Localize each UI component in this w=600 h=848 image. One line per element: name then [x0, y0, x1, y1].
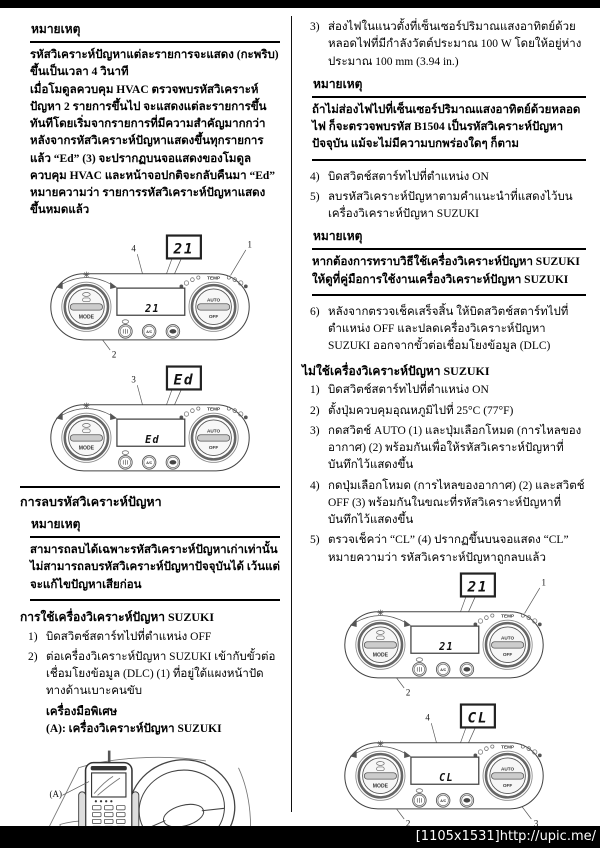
- callout-number-display: 4: [425, 713, 430, 723]
- figure-hvac-panel-ed: Ed Ed 3: [20, 364, 280, 476]
- watermark-bar: [1105x1531]http://upic.me/: [0, 826, 600, 848]
- step-item: 3) ส่องไฟในแนวตั้งที่เซ็นเซอร์ปริมาณแสงอ…: [310, 19, 586, 71]
- callout-number-auto-knob: 1: [248, 239, 252, 249]
- step-item: 6) หลังจากตรวจเช็คเสร็จสิ้น ให้บิดสวิตช์…: [310, 304, 586, 356]
- callout-value: Ed: [174, 372, 195, 388]
- procedure-steps: 3) ส่องไฟในแนวตั้งที่เซ็นเซอร์ปริมาณแสงอ…: [302, 19, 586, 71]
- step-text: หลังจากตรวจเช็คเสร็จสิ้น ให้บิดสวิตช์สตา…: [328, 305, 569, 353]
- step-item: 1) บิดสวิตช์สตาร์ทไปที่ตำแหน่ง OFF: [28, 629, 280, 646]
- step-item: 3) กดสวิตช์ AUTO (1) และปุ่มเลือกโหมด (ก…: [310, 423, 586, 475]
- step-item: 4) บิดสวิตช์สตาร์ทไปที่ตำแหน่ง ON: [310, 169, 586, 186]
- scan-tool-screen: [91, 772, 127, 798]
- procedure-steps: 4) บิดสวิตช์สตาร์ทไปที่ตำแหน่ง ON 5) ลบร…: [302, 169, 586, 224]
- step-number: 2): [28, 650, 38, 663]
- step-item: 1) บิดสวิตช์สตาร์ทไปที่ตำแหน่ง ON: [310, 382, 586, 399]
- callout-box: [459, 572, 496, 598]
- hvac-panel-cl-svg: CL CL 4 2 3: [343, 703, 545, 829]
- subheading-without-scan-tool: ไม่ใช้เครื่องวิเคราะห์ปัญหา SUZUKI: [302, 363, 490, 378]
- subheading-use-scan-tool: การใช้เครื่องวิเคราะห์ปัญหา SUZUKI: [20, 609, 215, 624]
- two-column-layout: หมายเหตุ รหัสวิเคราะห์ปัญหาแต่ละรายการจะ…: [0, 8, 600, 848]
- figure-hvac-panel-cl: CL CL 4 2 3: [302, 702, 586, 829]
- display-value: CL: [439, 773, 454, 784]
- hvac-panel-dtc21-right-svg: 21 21 1 2: [343, 572, 546, 697]
- display-value: 21: [144, 303, 160, 314]
- callout-number-off-knob: 3: [534, 819, 539, 829]
- callout-value: 21: [467, 579, 489, 595]
- step-item: 5) ลบรหัสวิเคราะห์ปัญหาตามคำแนะนำที่แสดง…: [310, 189, 586, 224]
- figure-hvac-panel-dtc21: 21 21 4 1 2: [20, 233, 280, 360]
- special-tool-block: เครื่องมือพิเศษ (A): เครื่องวิเคราะห์ปัญ…: [46, 704, 280, 739]
- leader-lines: [62, 781, 90, 796]
- callout-box: [165, 365, 202, 391]
- step-text: บิดสวิตช์สตาร์ทไปที่ตำแหน่ง ON: [328, 170, 489, 183]
- step-text: บิดสวิตช์สตาร์ทไปที่ตำแหน่ง ON: [328, 384, 489, 397]
- note-body: ถ้าไม่ส่องไฟไปที่เซ็นเซอร์ปริมาณแสงอาทิต…: [312, 98, 586, 161]
- callout-label-tool: (A): [49, 789, 62, 799]
- watermark-text: [1105x1531]http://upic.me/: [415, 829, 596, 844]
- callout-number-mode-knob: 2: [406, 687, 410, 697]
- display-value: 21: [438, 642, 454, 653]
- step-number: 2): [310, 404, 320, 417]
- step-text: บิดสวิตช์สตาร์ทไปที่ตำแหน่ง OFF: [46, 630, 212, 643]
- note-block: หมายเหตุ รหัสวิเคราะห์ปัญหาแต่ละรายการจะ…: [30, 20, 280, 225]
- note-block: หมายเหตุ ถ้าไม่ส่องไฟไปที่เซ็นเซอร์ปริมา…: [312, 75, 586, 161]
- step-text: กดสวิตช์ AUTO (1) และปุ่มเลือกโหมด (การไ…: [328, 424, 582, 472]
- display-value: Ed: [145, 435, 160, 446]
- column-divider: [291, 16, 292, 812]
- note-title: หมายเหตุ: [30, 515, 280, 539]
- scan-tool-device: [78, 750, 140, 847]
- step-item: 2) ต่อเครื่องวิเคราะห์ปัญหา SUZUKI เข้าก…: [28, 649, 280, 701]
- step-item: 5) ตรวจเช็คว่า “CL” (4) ปรากฏขึ้นบนจอแสด…: [310, 532, 586, 567]
- letterbox-top: [0, 0, 600, 8]
- step-text: กดปุ่มเลือกโหมด (การไหลของอากาศ) (2) และ…: [328, 479, 585, 527]
- note-title: หมายเหตุ: [312, 75, 586, 98]
- step-text: ต่อเครื่องวิเคราะห์ปัญหา SUZUKI เข้ากับข…: [46, 650, 276, 698]
- step-item: 2) ตั้งปุ่มควบคุมอุณหภูมิไปที่ 25°C (77°…: [310, 403, 586, 420]
- right-column: 3) ส่องไฟในแนวตั้งที่เซ็นเซอร์ปริมาณแสงอ…: [292, 16, 586, 848]
- figure-hvac-panel-dtc21-right: 21 21 1 2: [302, 571, 586, 698]
- step-text: ลบรหัสวิเคราะห์ปัญหาตามคำแนะนำที่แสดงไว้…: [328, 190, 573, 220]
- step-text: ตรวจเช็คว่า “CL” (4) ปรากฏขึ้นบนจอแสดง “…: [328, 534, 569, 564]
- callout-number-display: 3: [131, 374, 136, 384]
- callout-box: [165, 233, 202, 260]
- note-body: หากต้องการทราบวิธีใช้เครื่องวิเคราะห์ปัญ…: [312, 250, 586, 296]
- note-block: หมายเหตุ หากต้องการทราบวิธีใช้เครื่องวิเ…: [312, 227, 586, 296]
- note-block: หมายเหตุ สามารถลบได้เฉพาะรหัสวิเคราะห์ปั…: [30, 515, 280, 601]
- left-column: หมายเหตุ รหัสวิเคราะห์ปัญหาแต่ละรายการจะ…: [20, 16, 291, 848]
- callout-value: CL: [468, 710, 489, 726]
- hvac-panel-dtc21-svg: 21 21 4 1 2: [49, 233, 252, 359]
- step-number: 1): [310, 384, 320, 397]
- note-title: หมายเหตุ: [30, 20, 280, 43]
- section-heading-clear-dtc: การลบรหัสวิเคราะห์ปัญหา: [20, 485, 280, 512]
- step-number: 3): [310, 424, 320, 437]
- step-text: ส่องไฟในแนวตั้งที่เซ็นเซอร์ปริมาณแสงอาทิ…: [328, 21, 582, 68]
- procedure-steps: 6) หลังจากตรวจเช็คเสร็จสิ้น ให้บิดสวิตช์…: [302, 304, 586, 356]
- special-tool-label: เครื่องมือพิเศษ: [46, 705, 118, 718]
- step-text: ตั้งปุ่มควบคุมอุณหภูมิไปที่ 25°C (77°F): [328, 404, 514, 417]
- step-number: 4): [310, 479, 320, 492]
- procedure-steps: 1) บิดสวิตช์สตาร์ทไปที่ตำแหน่ง OFF 2) ต่…: [20, 629, 280, 701]
- note-body: สามารถลบได้เฉพาะรหัสวิเคราะห์ปัญหาเก่าเท…: [30, 538, 280, 601]
- hvac-panel-ed-svg: Ed Ed 3: [49, 365, 251, 472]
- note-body: รหัสวิเคราะห์ปัญหาแต่ละรายการจะแสดง (กะพ…: [30, 49, 279, 217]
- step-item: 4) กดปุ่มเลือกโหมด (การไหลของอากาศ) (2) …: [310, 478, 586, 530]
- callout-number-auto-knob: 1: [542, 577, 546, 587]
- step-number: 5): [310, 534, 320, 547]
- callout-box: [459, 703, 496, 729]
- callout-value: 21: [173, 241, 195, 257]
- step-number: 6): [310, 305, 320, 318]
- step-number: 4): [310, 170, 320, 183]
- callout-number-mode-knob: 2: [112, 349, 116, 359]
- procedure-steps: 1) บิดสวิตช์สตาร์ทไปที่ตำแหน่ง ON 2) ตั้…: [302, 382, 586, 567]
- callout-number-mode-knob: 2: [406, 819, 410, 829]
- special-tool-item: (A): เครื่องวิเคราะห์ปัญหา SUZUKI: [46, 722, 222, 735]
- step-number: 3): [310, 21, 320, 33]
- step-number: 5): [310, 190, 320, 203]
- callout-number-display: 4: [131, 243, 136, 253]
- step-number: 1): [28, 630, 38, 643]
- note-title: หมายเหตุ: [312, 227, 586, 251]
